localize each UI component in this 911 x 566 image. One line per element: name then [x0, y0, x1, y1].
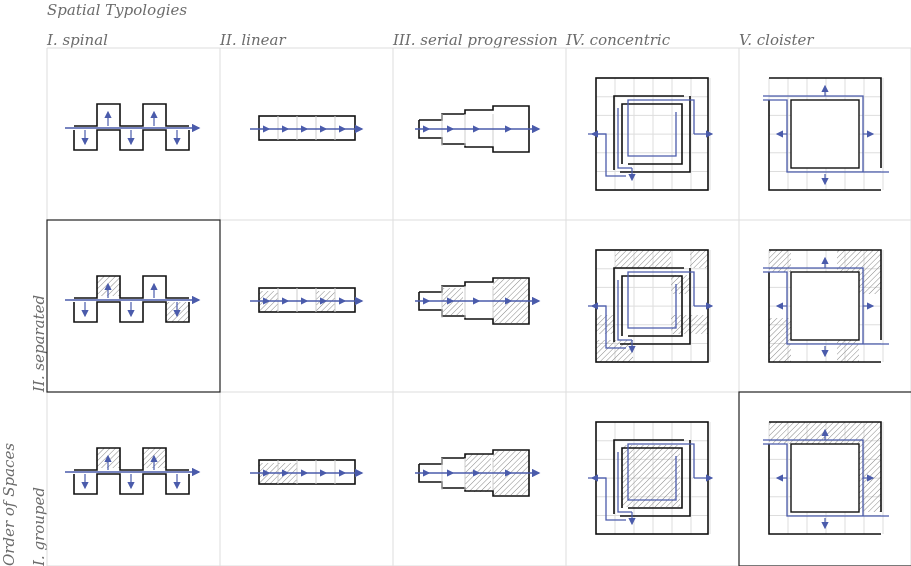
spinal-diagram — [65, 103, 201, 151]
cloister-diagram — [763, 77, 889, 191]
linear-diagram — [250, 459, 364, 485]
spinal-diagram — [65, 275, 201, 323]
column-header-concentric: IV. concentric — [566, 31, 671, 49]
diagram-title: Spatial Typologies — [47, 1, 188, 19]
cell-borders — [46, 47, 911, 566]
column-header-cloister: V. cloister — [739, 31, 814, 49]
concentric-diagram — [588, 249, 714, 363]
concentric-diagram — [588, 77, 714, 191]
cell-diagrams — [65, 77, 889, 535]
column-header-spinal: I. spinal — [47, 31, 108, 49]
serial-diagram — [415, 449, 541, 497]
column-header-serial-progression: III. serial progression — [393, 31, 558, 49]
spinal-diagram — [65, 447, 201, 495]
concentric-diagram — [588, 421, 714, 535]
serial-diagram — [415, 105, 541, 153]
linear-diagram — [250, 115, 364, 141]
linear-diagram — [250, 287, 364, 313]
cloister-diagram — [763, 249, 889, 363]
column-header-linear: II. linear — [220, 31, 286, 49]
cloister-diagram — [763, 421, 889, 535]
serial-diagram — [415, 277, 541, 325]
